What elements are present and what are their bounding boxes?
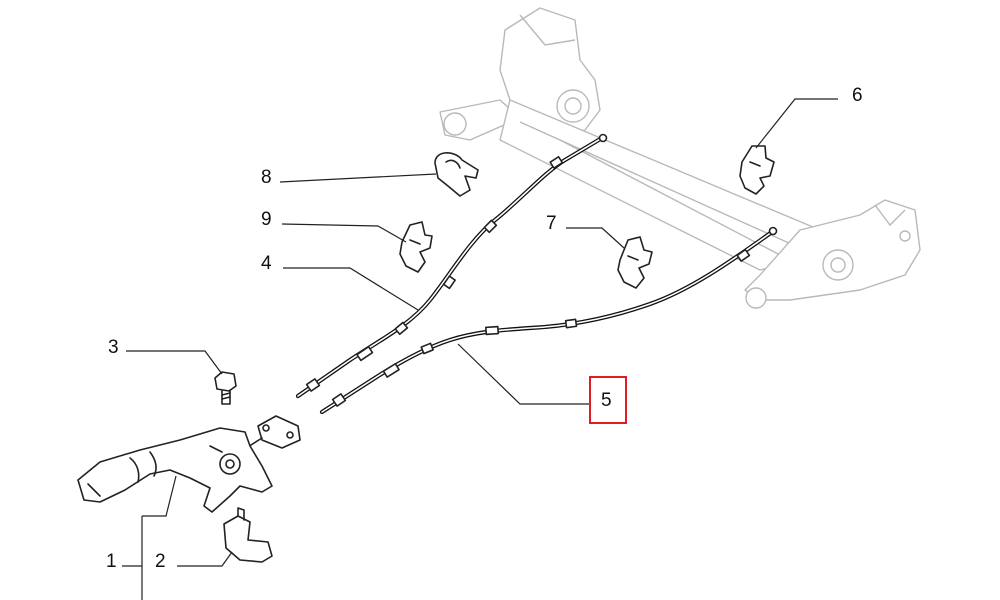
cable-clip-9 [399,221,433,273]
cable-equalizer-bracket [239,415,301,453]
cable-clip-7 [617,236,653,289]
leader-6 [755,98,838,149]
leader-5 [457,343,590,405]
leader-lines [122,98,838,600]
leader-2 [177,551,233,567]
cable-clip-6 [739,145,775,195]
leader-3 [126,350,223,375]
highlight-box-5 [589,376,627,424]
leader-8 [279,173,437,183]
callout-8: 8 [261,167,272,188]
cable-4 [295,133,608,399]
callout-1: 1 [106,551,117,572]
callout-2: 2 [155,551,166,572]
callout-3: 3 [108,337,119,358]
leader-4 [283,267,419,311]
rear-axle-beam [439,7,921,309]
brake-switch-2 [223,507,273,563]
callout-9: 9 [261,209,272,230]
callout-7: 7 [546,213,557,234]
leader-1 [122,475,177,600]
callout-4: 4 [261,253,272,274]
cable-5 [319,226,778,415]
callout-6: 6 [852,85,863,106]
cable-clip-8 [434,152,479,197]
leader-7 [566,227,625,249]
hand-brake-lever-1 [77,427,273,513]
bolt-3 [214,371,237,405]
callout-5: 5 [601,390,612,411]
leader-9 [281,223,407,243]
